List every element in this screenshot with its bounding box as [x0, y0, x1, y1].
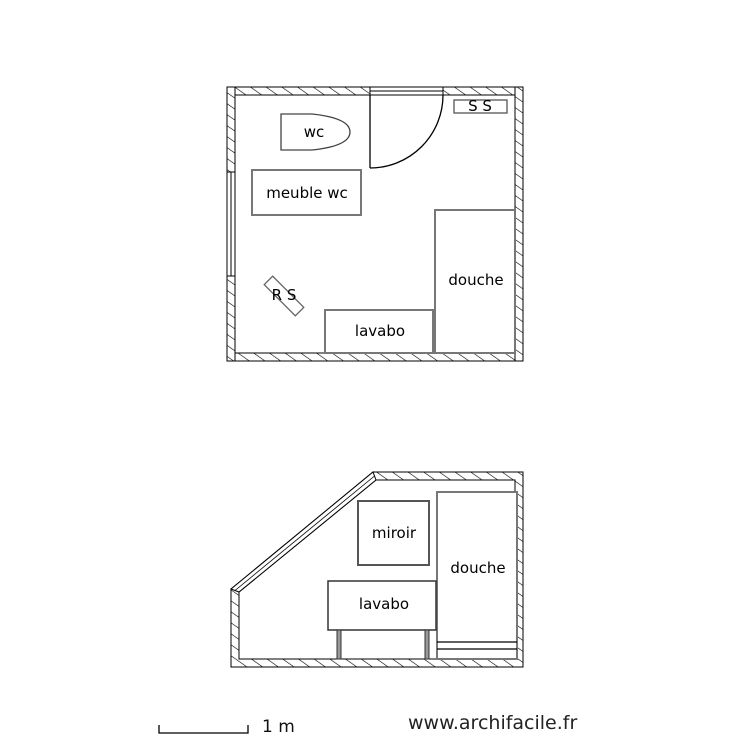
lavabo-fixture[interactable]: lavabo [324, 309, 434, 354]
lavabo-fixture[interactable]: lavabo [327, 580, 437, 660]
lavabo-label: lavabo [355, 322, 405, 340]
wc-fixture[interactable]: wc [280, 113, 351, 151]
miroir-fixture[interactable]: miroir [357, 500, 430, 566]
elevation-bottom: miroir douche lavabo [230, 471, 524, 668]
ss-label: S S [468, 97, 492, 115]
door[interactable] [369, 86, 444, 169]
meuble-wc-label: meuble wc [266, 184, 348, 202]
douche-label: douche [448, 271, 503, 289]
scale-label: 1 m [262, 717, 295, 737]
lavabo-label: lavabo [359, 595, 409, 613]
floor-plan-top: wc meuble wc S S R S douche lavabo [226, 86, 524, 362]
douche-fixture[interactable]: douche [434, 209, 516, 354]
scale-bar [158, 725, 249, 734]
rs-label: R S [272, 286, 297, 304]
douche-label: douche [450, 559, 505, 577]
wc-label: wc [304, 123, 325, 141]
rs-fixture[interactable] [263, 275, 305, 317]
archifacile-link[interactable]: www.archifacile.fr [408, 712, 578, 734]
miroir-label: miroir [372, 524, 417, 542]
douche-fixture[interactable]: douche [436, 491, 518, 660]
meuble-wc-fixture[interactable]: meuble wc [251, 169, 362, 216]
ss-fixture[interactable]: S S [453, 97, 508, 115]
window-left[interactable] [226, 171, 236, 277]
